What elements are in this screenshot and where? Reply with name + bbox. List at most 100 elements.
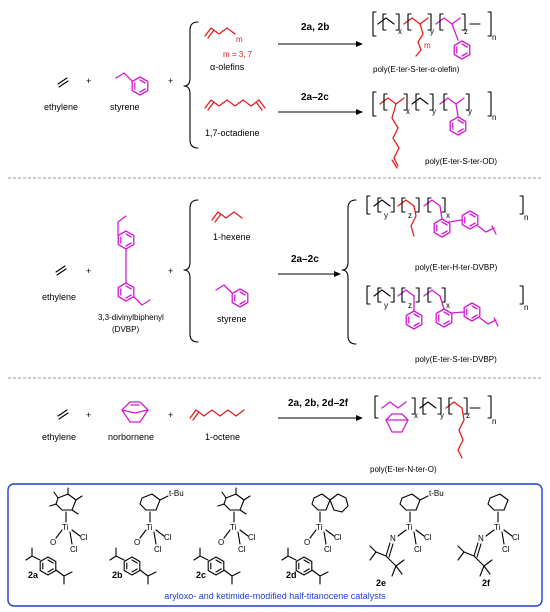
plus-sign: + <box>86 76 91 86</box>
styrene-structure <box>215 284 249 308</box>
ethylene-label: ethylene <box>44 102 78 112</box>
catalyst-label: 2f <box>482 578 491 588</box>
plus-sign: + <box>168 266 173 276</box>
catalyst-2a: Ti O Cl Cl 2a <box>25 487 88 585</box>
product-h-dvbp-label: poly(E-ter-H-ter-DVBP) <box>415 263 498 272</box>
catalyst-label: 2d <box>286 570 297 580</box>
m-values: m = 3, 7 <box>223 50 253 59</box>
dvbp-abbr: (DVBP) <box>112 325 139 334</box>
subscript-y: y <box>468 107 472 116</box>
ethylene-structure <box>55 265 67 276</box>
catalyst-2c: Ti O Cl Cl 2c <box>193 487 256 585</box>
catalyst-2d: Ti O Cl Cl 2d <box>281 493 349 585</box>
catalyst-caption: aryloxo- and ketimide-modified half-tita… <box>164 591 386 601</box>
section-3: ethylene + norbornene + 1-octene 2a, 2b,… <box>42 395 496 474</box>
subscript-x: x <box>406 107 410 116</box>
tbu-label: t-Bu <box>429 489 444 498</box>
product-bottom-label: poly(E-ter-S-ter-OD) <box>425 157 497 166</box>
dvbp-name: 3,3-divinylbiphenyl <box>98 313 164 322</box>
cl-atom: Cl <box>154 545 162 554</box>
catalyst-frame <box>7 483 543 607</box>
hexene-label: 1-hexene <box>213 232 251 242</box>
catalyst-2f: Ti N Cl Cl 2f <box>457 493 520 588</box>
product-polymer-bottom <box>372 91 492 169</box>
catalyst-label: 2b <box>112 570 123 580</box>
n-atom: N <box>478 534 484 543</box>
norbornene-structure <box>121 401 149 423</box>
o-atom: O <box>50 538 56 547</box>
ti-atom: Ti <box>62 523 69 532</box>
m-subscript: m <box>236 35 243 44</box>
octadiene-structure <box>204 99 266 111</box>
o-atom: O <box>134 538 140 547</box>
subscript-z: z <box>464 27 468 36</box>
subscript-y: y <box>432 107 436 116</box>
ti-atom: Ti <box>316 523 323 532</box>
subscript-n: n <box>492 113 496 122</box>
norbornene-label: norbornene <box>108 432 154 442</box>
m-subscript-product: m <box>424 41 431 50</box>
left-brace <box>183 21 199 149</box>
condition-bottom: 2a–2c <box>301 92 329 103</box>
subscript-y: y <box>384 301 388 310</box>
right-brace <box>341 199 357 345</box>
octadiene-label: 1,7-octadiene <box>205 128 260 138</box>
alpha-olefin-structure <box>204 27 236 39</box>
product-s-dvbp-label: poly(E-ter-S-ter-DVBP) <box>415 355 497 364</box>
cl-atom: Cl <box>414 545 422 554</box>
cl-atom: Cl <box>502 545 510 554</box>
ti-atom: Ti <box>146 523 153 532</box>
product-polymer-s-dvbp <box>366 285 524 330</box>
subscript-z: z <box>466 411 470 420</box>
product-label: poly(E-ter-N-ter-O) <box>370 465 437 474</box>
cl-atom: Cl <box>70 545 78 554</box>
ti-atom: Ti <box>230 523 237 532</box>
subscript-z: z <box>408 211 412 220</box>
cl-atom: Cl <box>238 545 246 554</box>
plus-sign: + <box>86 266 91 276</box>
styrene-label: styrene <box>110 102 140 112</box>
n-atom: N <box>390 534 396 543</box>
condition: 2a, 2b, 2d–2f <box>288 398 349 409</box>
hexene-structure <box>211 211 243 223</box>
cl-atom: Cl <box>248 533 256 542</box>
catalyst-label: 2a <box>28 570 39 580</box>
cl-atom: Cl <box>424 533 432 542</box>
subscript-y: y <box>384 211 388 220</box>
octene-label: 1-octene <box>205 432 240 442</box>
ti-atom: Ti <box>494 523 501 532</box>
condition-top: 2a, 2b <box>301 22 329 33</box>
product-top-label: poly(E-ter-S-ter-α-olefin) <box>373 65 460 74</box>
ti-atom: Ti <box>406 523 413 532</box>
left-brace <box>183 199 199 343</box>
ethylene-label: ethylene <box>42 292 76 302</box>
section-1: ethylene + styrene + m m = 3, 7 α-olefin… <box>44 11 497 169</box>
plus-sign: + <box>168 410 173 420</box>
tbu-label: t-Bu <box>169 489 184 498</box>
plus-sign: + <box>168 76 173 86</box>
subscript-n: n <box>492 417 496 426</box>
styrene-structure <box>115 72 149 96</box>
cl-atom: Cl <box>164 533 172 542</box>
octene-structure <box>189 409 245 421</box>
ethylene-structure <box>57 409 69 420</box>
product-polymer-h-dvbp <box>366 195 524 238</box>
cl-atom: Cl <box>334 533 342 542</box>
ethylene-structure <box>57 77 69 88</box>
catalyst-2e: t-Bu Ti N Cl Cl 2e <box>369 489 444 588</box>
subscript-y: y <box>440 411 444 420</box>
subscript-n: n <box>492 33 496 42</box>
alpha-olefins-label: α-olefins <box>210 62 245 72</box>
o-atom: O <box>304 538 310 547</box>
subscript-y: y <box>430 27 434 36</box>
condition: 2a–2c <box>291 254 319 265</box>
ethylene-label: ethylene <box>42 432 76 442</box>
catalyst-label: 2e <box>376 578 386 588</box>
subscript-x: x <box>398 27 402 36</box>
dvbp-structure <box>117 215 151 306</box>
subscript-n: n <box>524 303 528 312</box>
cl-atom: Cl <box>80 533 88 542</box>
product-polymer-n-o <box>374 395 492 459</box>
styrene-label: styrene <box>217 314 247 324</box>
